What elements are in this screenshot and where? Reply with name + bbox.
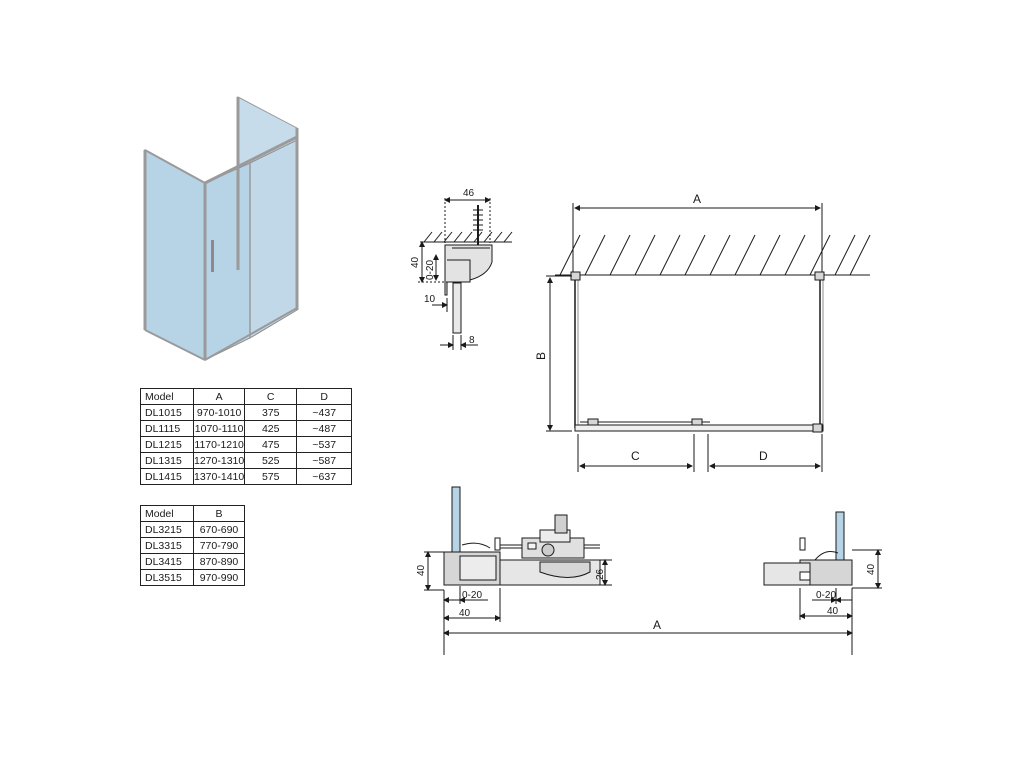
- profile-glass-label: 8: [469, 335, 475, 346]
- profile-adjust-label: 0-20: [425, 260, 436, 280]
- profile-offset-label: 10: [424, 294, 436, 305]
- bottom-left-height-label: 40: [416, 564, 427, 576]
- overall-width-label: A: [653, 618, 661, 632]
- plan-width-label: A: [693, 192, 701, 206]
- table-row: DL1315 1270-1310 525 ~587: [140, 452, 353, 469]
- profile-detail: [418, 197, 513, 350]
- bottom-left-adjust-label: 0-20: [462, 590, 482, 601]
- table-row: DL3515 970-990: [140, 569, 245, 586]
- header-cell: Model: [140, 505, 194, 522]
- cell: 870-890: [193, 553, 245, 570]
- table-row: DL3415 870-890: [140, 553, 245, 570]
- cell: 770-790: [193, 537, 245, 554]
- cell: DL3215: [140, 521, 194, 538]
- cell: 970-990: [193, 569, 245, 586]
- cell: ~487: [296, 420, 353, 437]
- profile-width-label: 46: [463, 188, 475, 199]
- bottom-right-height-label: 40: [866, 563, 877, 575]
- plan-depth-label: B: [534, 352, 548, 360]
- cell: DL1415: [140, 468, 194, 485]
- cell: ~537: [296, 436, 353, 453]
- table-row: DL1115 1070-1110 425 ~487: [140, 420, 353, 437]
- bottom-detail-right: [443, 511, 882, 655]
- cell: 970-1010: [192, 404, 246, 421]
- bottom-left-width-label: 40: [459, 608, 471, 619]
- header-cell: B: [193, 505, 245, 522]
- cell: ~587: [296, 452, 353, 469]
- table-header-row: Model A C D: [140, 388, 353, 405]
- door-handle: [211, 240, 214, 272]
- cell: DL3415: [140, 553, 194, 570]
- cell: 375: [244, 404, 298, 421]
- cell: ~637: [296, 468, 353, 485]
- cell: DL1115: [140, 420, 194, 437]
- cell: 670-690: [193, 521, 245, 538]
- track-height-label: 26: [595, 568, 606, 580]
- cell: DL3515: [140, 569, 194, 586]
- cell: DL1315: [140, 452, 194, 469]
- header-cell: D: [296, 388, 353, 405]
- table-header-row: Model B: [140, 505, 245, 522]
- cell: 1170-1210: [192, 436, 246, 453]
- cell: 575: [244, 468, 298, 485]
- table-row: DL1015 970-1010 375 ~437: [140, 404, 353, 421]
- side-panel-table: Model B DL3215 670-690 DL3315 770-790 DL…: [140, 505, 245, 586]
- cell: 1070-1110: [192, 420, 246, 437]
- table-row: DL1215 1170-1210 475 ~537: [140, 436, 353, 453]
- header-cell: A: [192, 388, 246, 405]
- product-dimension-table: Model A C D DL1015 970-1010 375 ~437 DL1…: [140, 388, 353, 485]
- profile-height-label: 40: [410, 256, 421, 268]
- cell: DL1015: [140, 404, 194, 421]
- bottom-detail-left: [424, 486, 612, 655]
- bottom-right-adjust-label: 0-20: [816, 590, 836, 601]
- cell: 1270-1310: [192, 452, 246, 469]
- header-cell: C: [244, 388, 298, 405]
- plan-view: [546, 203, 871, 472]
- cell: DL1215: [140, 436, 194, 453]
- cell: 1370-1410: [192, 468, 246, 485]
- cell: 525: [244, 452, 298, 469]
- table-row: DL1415 1370-1410 575 ~637: [140, 468, 353, 485]
- bottom-right-width-label: 40: [827, 606, 839, 617]
- plan-fixed-label: D: [759, 449, 768, 463]
- header-cell: Model: [140, 388, 194, 405]
- table-row: DL3315 770-790: [140, 537, 245, 554]
- cell: DL3315: [140, 537, 194, 554]
- plan-door-label: C: [631, 449, 640, 463]
- cell: 425: [244, 420, 298, 437]
- cell: ~437: [296, 404, 353, 421]
- cell: 475: [244, 436, 298, 453]
- table-row: DL3215 670-690: [140, 521, 245, 538]
- shower-enclosure-3d: [143, 96, 299, 361]
